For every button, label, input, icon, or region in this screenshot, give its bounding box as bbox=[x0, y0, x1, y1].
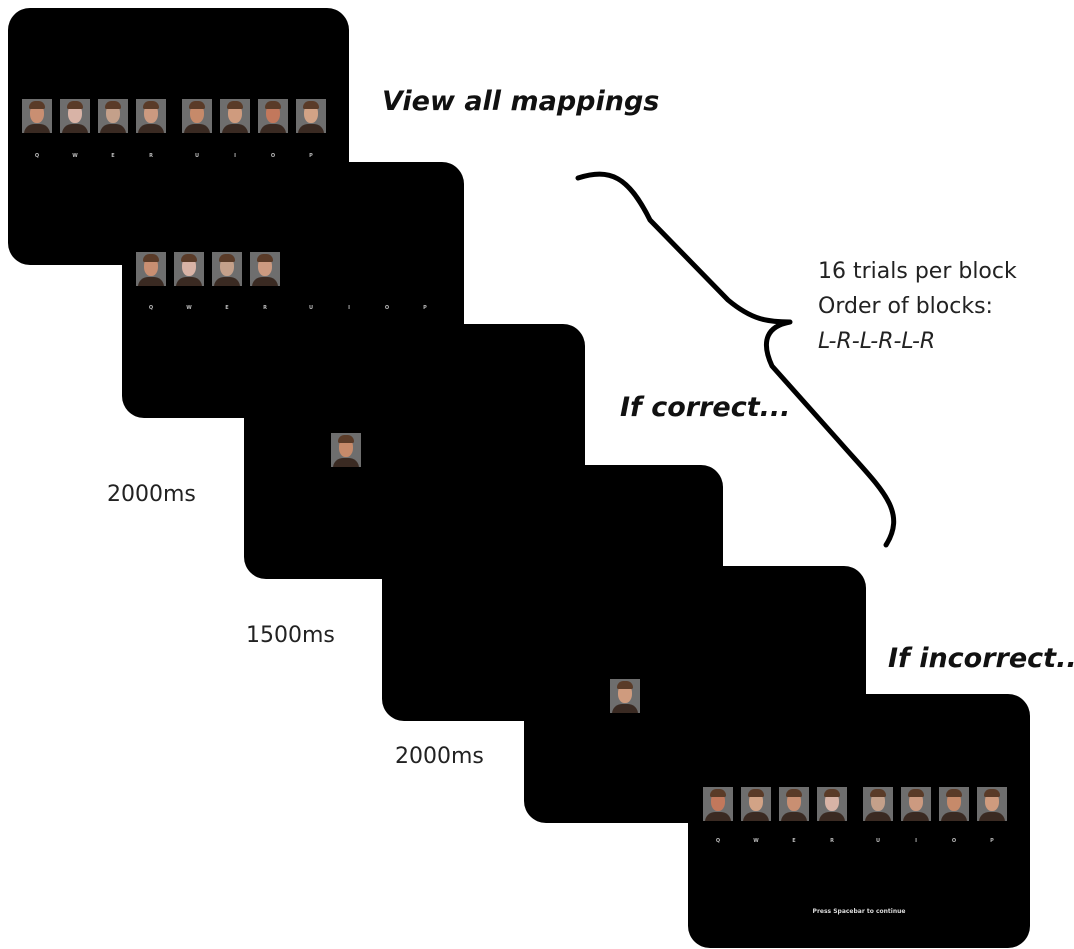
block-info: 16 trials per block Order of blocks: L-R… bbox=[818, 254, 1017, 359]
face-stimulus bbox=[331, 433, 369, 467]
key-label: O bbox=[384, 305, 390, 311]
key-row-half: Q W E R U I O P bbox=[132, 305, 444, 311]
order-of-blocks-text: Order of blocks: bbox=[818, 294, 993, 319]
key-label: O bbox=[270, 153, 276, 159]
key-label: Q bbox=[34, 153, 40, 159]
face-6 bbox=[220, 99, 250, 133]
key-label: I bbox=[915, 838, 917, 844]
key-label: R bbox=[149, 153, 153, 159]
if-correct-label: If correct... bbox=[620, 392, 791, 423]
face-row-half bbox=[136, 252, 288, 286]
face-7 bbox=[939, 787, 969, 821]
face-3 bbox=[98, 99, 128, 133]
face-8 bbox=[977, 787, 1007, 821]
face-5 bbox=[863, 787, 893, 821]
press-spacebar-text: Press Spacebar to continue bbox=[812, 908, 906, 915]
face-5 bbox=[182, 99, 212, 133]
key-label: O bbox=[951, 838, 957, 844]
key-label: U bbox=[308, 305, 314, 311]
key-label: W bbox=[72, 153, 78, 159]
face-1 bbox=[136, 252, 166, 286]
key-label: P bbox=[423, 305, 427, 311]
timing-label-2: 1500ms bbox=[246, 623, 335, 648]
key-label: W bbox=[186, 305, 192, 311]
key-label: E bbox=[111, 153, 115, 159]
face-4 bbox=[136, 99, 166, 133]
key-row-full: Q W E R U I O P bbox=[699, 838, 1011, 844]
key-label: Q bbox=[715, 838, 721, 844]
face-2 bbox=[60, 99, 90, 133]
key-label: W bbox=[753, 838, 759, 844]
trials-per-block-text: 16 trials per block bbox=[818, 259, 1017, 284]
face-7 bbox=[258, 99, 288, 133]
face-3 bbox=[779, 787, 809, 821]
order-value-text: L-R-L-R-L-R bbox=[818, 329, 936, 354]
face-single bbox=[610, 679, 640, 713]
view-all-mappings-label: View all mappings bbox=[382, 86, 660, 117]
face-2 bbox=[174, 252, 204, 286]
face-3 bbox=[212, 252, 242, 286]
key-label: U bbox=[875, 838, 881, 844]
face-feedback bbox=[610, 679, 648, 713]
face-4 bbox=[250, 252, 280, 286]
key-label: E bbox=[792, 838, 796, 844]
face-8 bbox=[296, 99, 326, 133]
face-row-full bbox=[22, 99, 334, 133]
face-row-full bbox=[703, 787, 1015, 821]
face-single bbox=[331, 433, 361, 467]
key-label: R bbox=[263, 305, 267, 311]
face-1 bbox=[703, 787, 733, 821]
key-label: Q bbox=[148, 305, 154, 311]
timing-label-1: 2000ms bbox=[107, 482, 196, 507]
key-label: P bbox=[990, 838, 994, 844]
screen-incorrect-mappings: Q W E R U I O P Press Spacebar to contin… bbox=[688, 694, 1030, 948]
key-label: I bbox=[234, 153, 236, 159]
face-2 bbox=[741, 787, 771, 821]
key-row-full: Q W E R U I O P bbox=[18, 153, 330, 159]
if-incorrect-label: If incorrect... bbox=[888, 643, 1074, 674]
key-label: I bbox=[348, 305, 350, 311]
face-4 bbox=[817, 787, 847, 821]
key-label: E bbox=[225, 305, 229, 311]
face-1 bbox=[22, 99, 52, 133]
key-label: U bbox=[194, 153, 200, 159]
face-6 bbox=[901, 787, 931, 821]
key-label: P bbox=[309, 153, 313, 159]
timing-label-3: 2000ms bbox=[395, 744, 484, 769]
key-label: R bbox=[830, 838, 834, 844]
